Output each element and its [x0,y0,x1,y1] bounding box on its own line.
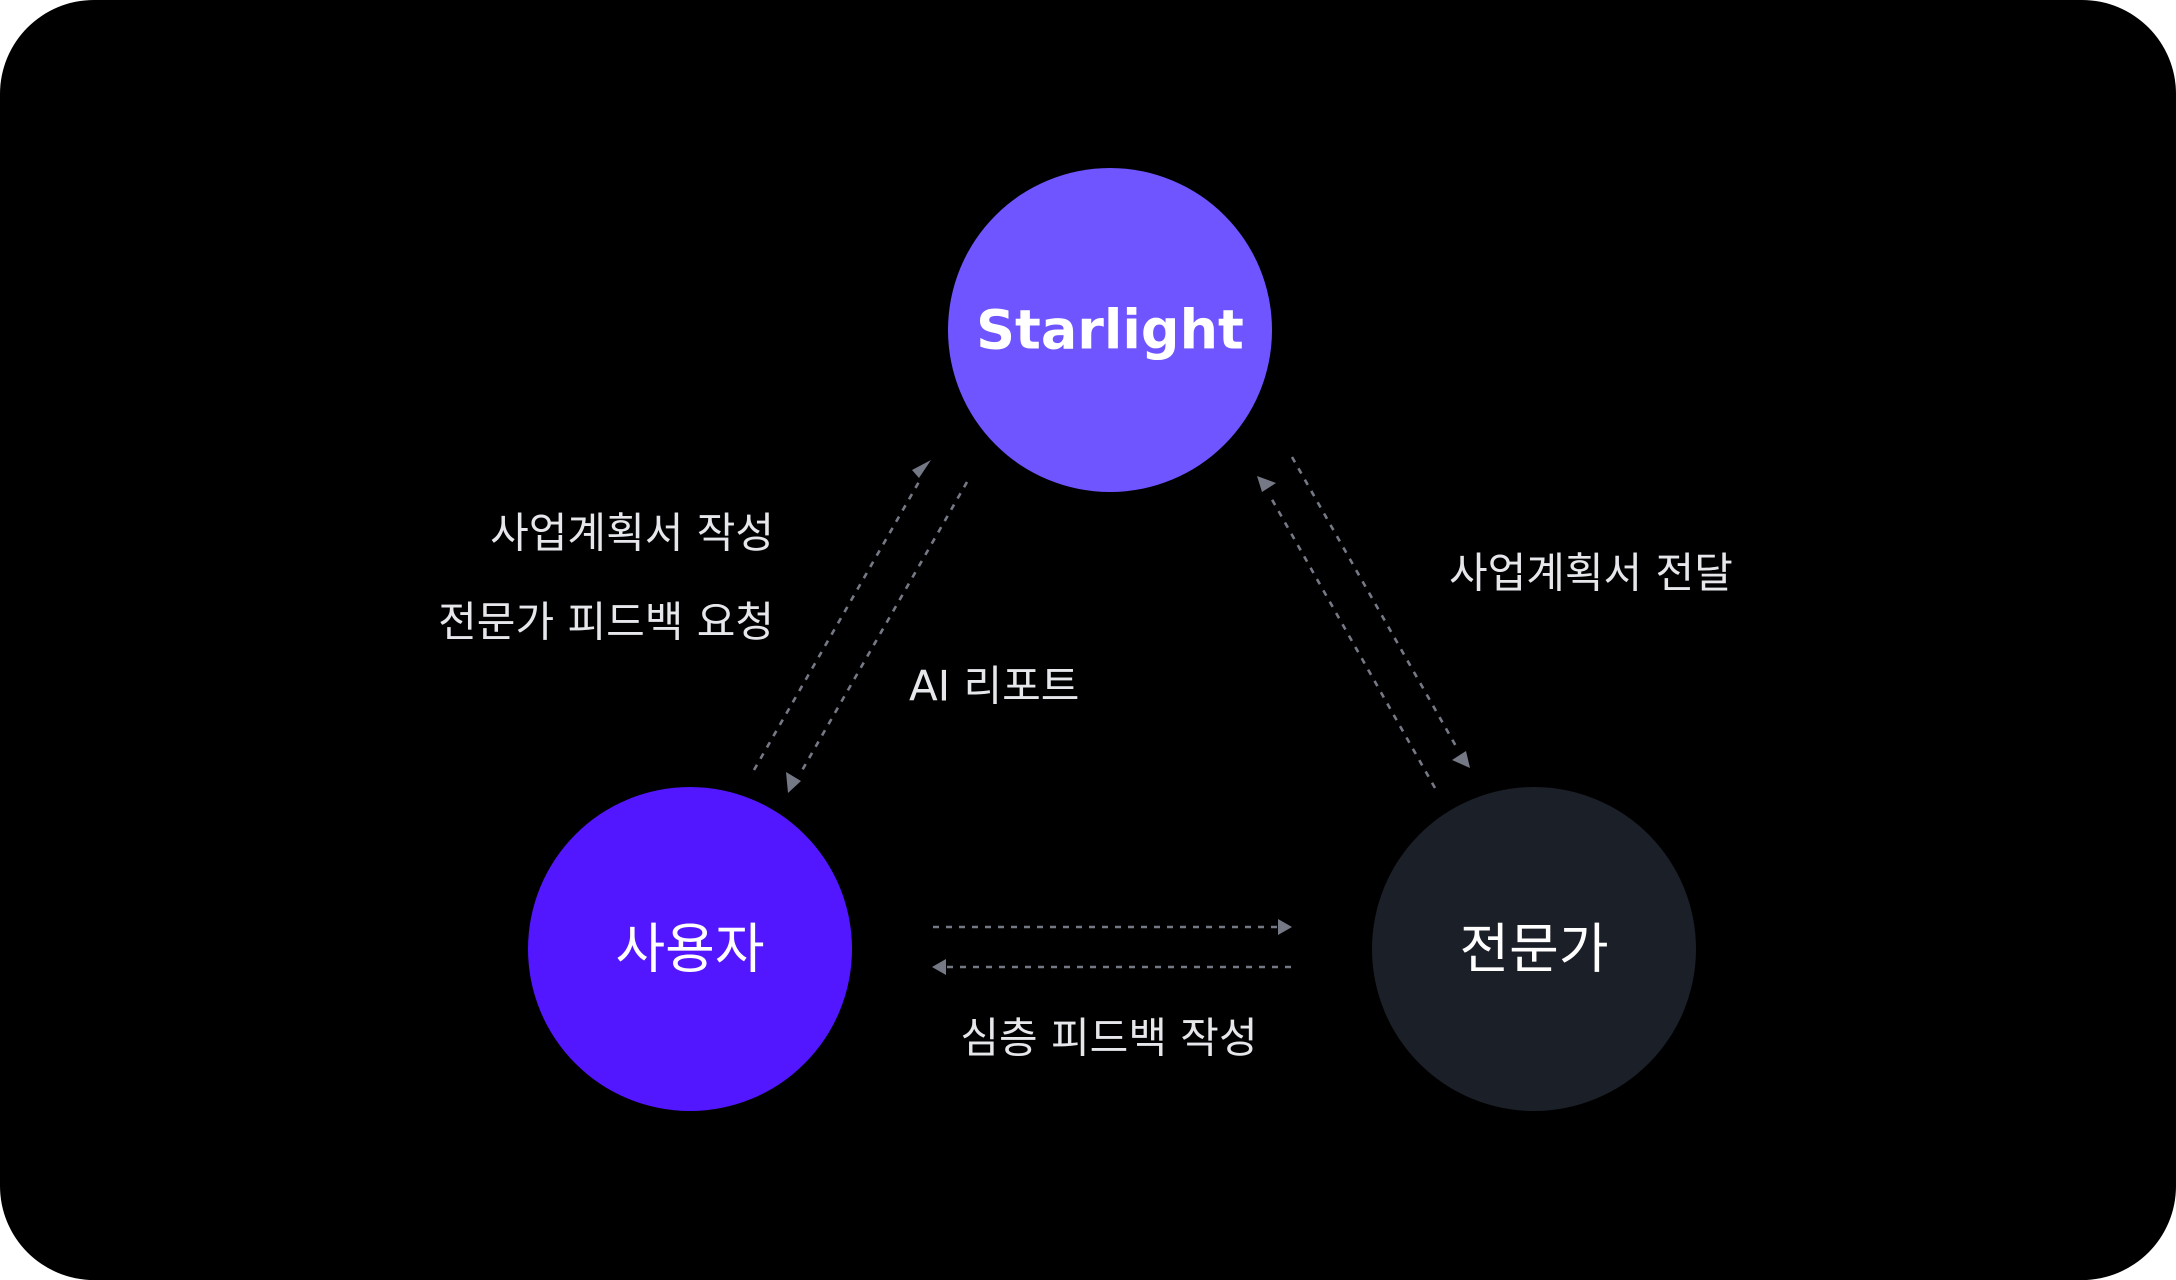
starlight-label: Starlight [976,299,1244,362]
arrow-starlight-to-user [798,481,969,775]
arrow-starlight-to-expert [1290,456,1459,749]
arrowhead-down-icon [1452,751,1470,768]
arrowhead-down-icon [786,772,801,793]
expert-node [1372,787,1696,1111]
edge-label-write-plan: 사업계획서 작성 [490,509,774,558]
starlight-node [948,168,1272,492]
user-node [528,787,852,1111]
arrowhead-right-icon [1278,919,1292,935]
edge-label-deep-feedback: 심층 피드백 작성 [960,1014,1257,1063]
arrow-expert-to-starlight [1268,495,1437,789]
edge-label-ai-report: AI 리포트 [909,662,1079,711]
expert-label: 전문가 [1459,918,1608,981]
arrowhead-up-icon [912,460,931,478]
user-label: 사용자 [615,918,764,981]
edge-label-deliver-plan: 사업계획서 전달 [1449,549,1733,598]
arrow-user-to-starlight [752,479,922,771]
arrowhead-left-icon [932,959,946,975]
edge-label-request-feedback: 전문가 피드백 요청 [438,598,774,647]
arrowhead-up-icon [1257,476,1276,492]
